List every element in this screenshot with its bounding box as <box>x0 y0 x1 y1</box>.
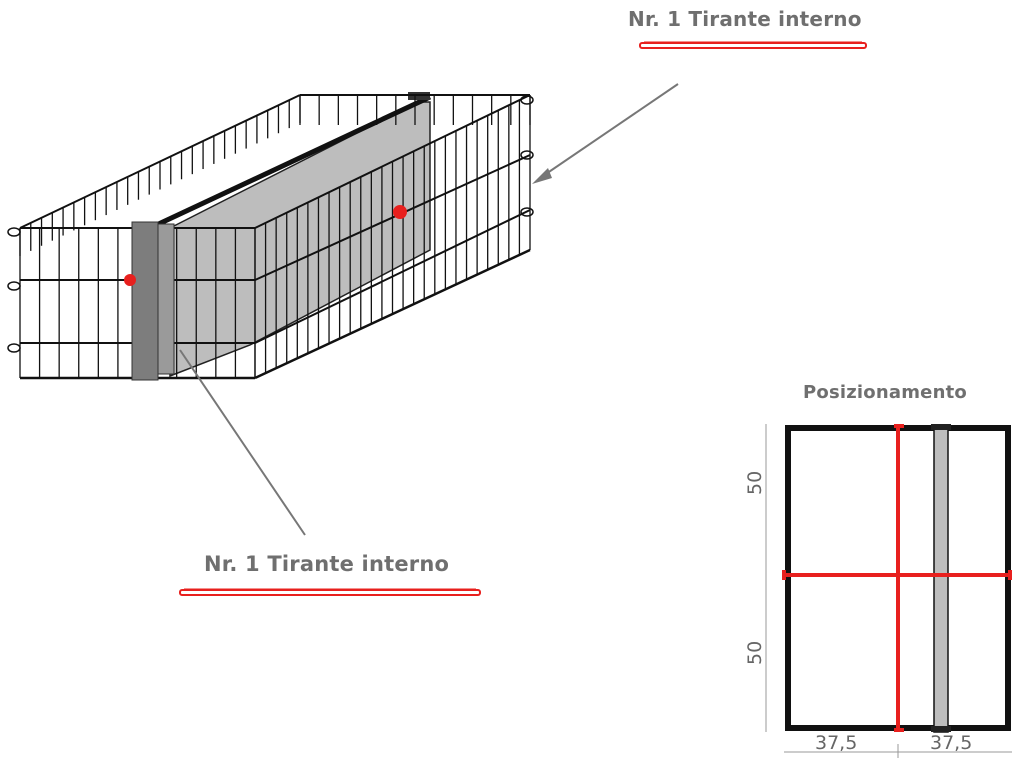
dimension-width-right: 37,5 <box>930 732 973 754</box>
gabion-basket <box>7 92 534 381</box>
wire-mesh <box>7 94 534 380</box>
tie-point-left <box>124 274 136 286</box>
dimension-height-top: 50 <box>744 470 766 495</box>
tie-point-right <box>393 205 407 219</box>
dimension-width-left: 37,5 <box>815 732 858 754</box>
positioning-plan <box>765 424 1012 758</box>
leader-line-top <box>539 83 679 179</box>
dimension-height-bottom: 50 <box>744 640 766 665</box>
tie-label-top: Nr. 1 Tirante interno <box>628 7 862 31</box>
tie-rod-symbol-top <box>639 41 867 49</box>
arrowhead-top <box>532 168 552 184</box>
tie-label-bottom: Nr. 1 Tirante interno <box>204 552 450 576</box>
tie-rod-symbol-bottom <box>179 588 481 596</box>
end-post-front <box>157 223 175 375</box>
end-post <box>131 221 159 381</box>
leader-line-bottom <box>179 349 306 536</box>
divider-panel <box>169 101 431 378</box>
positioning-title: Posizionamento <box>803 382 967 403</box>
